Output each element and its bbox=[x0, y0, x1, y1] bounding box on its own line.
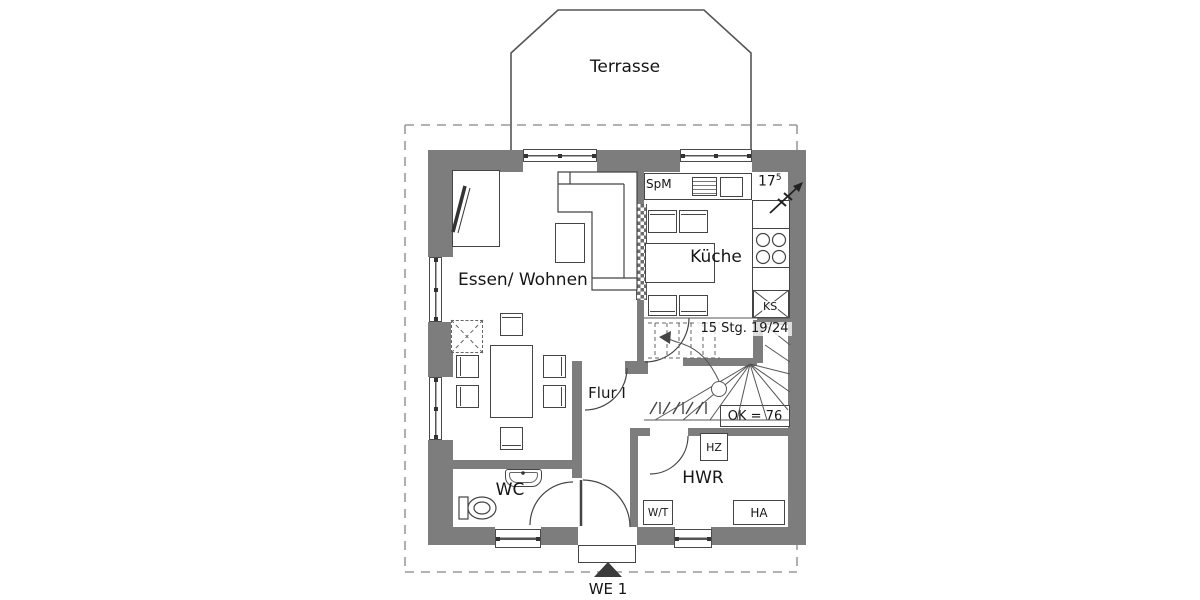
washer-dryer-label: W/T bbox=[647, 506, 669, 519]
dining-chair bbox=[500, 313, 523, 336]
wall-divider-top bbox=[637, 172, 644, 204]
wall-stair-spine bbox=[683, 358, 757, 366]
stair-cut-hatch bbox=[649, 401, 707, 415]
wall-stair-right bbox=[753, 320, 763, 363]
dining-table bbox=[490, 345, 533, 418]
wall-bottom-3 bbox=[637, 527, 675, 545]
parapet-value: 17 bbox=[758, 173, 776, 190]
window-kitchen-top bbox=[680, 149, 752, 162]
void-marker-cross bbox=[450, 319, 484, 354]
wall-left-mid bbox=[428, 322, 453, 377]
kitchen-table bbox=[645, 243, 715, 283]
annotation-parapet: 175 bbox=[758, 173, 782, 190]
stair-walkline-start bbox=[711, 381, 727, 397]
dining-chair bbox=[543, 355, 566, 378]
house-connection-box: HA bbox=[733, 500, 785, 525]
terrace-outline bbox=[510, 9, 752, 150]
toilet bbox=[458, 496, 497, 520]
wc-door bbox=[529, 481, 574, 526]
wall-top-mid bbox=[597, 150, 680, 172]
wall-hall-vertical bbox=[572, 361, 582, 478]
coffee-table bbox=[555, 223, 585, 263]
washbasin-tap bbox=[521, 471, 525, 475]
kitchen-chair bbox=[679, 295, 708, 316]
dining-chair bbox=[456, 385, 479, 408]
room-label-terrasse: Terrasse bbox=[589, 57, 661, 77]
room-label-utility: HWR bbox=[682, 468, 724, 488]
cooktop-burners bbox=[755, 232, 787, 265]
room-label-wc: WC bbox=[495, 480, 525, 500]
wall-hwr-top-2 bbox=[688, 428, 790, 436]
dishwasher bbox=[692, 177, 717, 196]
annotation-fridge: KS bbox=[762, 300, 779, 314]
dining-chair bbox=[456, 355, 479, 378]
wall-right bbox=[788, 150, 806, 545]
window-living-left-2 bbox=[429, 377, 442, 440]
wall-bottom-1 bbox=[428, 527, 495, 545]
wall-divider-bottom bbox=[637, 300, 644, 374]
window-living-left-1 bbox=[429, 257, 442, 322]
wall-hwr-left bbox=[630, 428, 638, 527]
kitchen-sink bbox=[720, 177, 743, 197]
wall-left-lower bbox=[428, 440, 453, 527]
wall-hwr-top-1 bbox=[638, 428, 650, 436]
kitchen-door bbox=[644, 317, 690, 363]
kitchen-chair bbox=[648, 210, 677, 233]
entrance-door bbox=[579, 479, 631, 528]
room-label-living: Essen/ Wohnen bbox=[458, 270, 588, 290]
stair-winders bbox=[654, 324, 791, 421]
annotation-stairs: 15 Stg. 19/24 bbox=[697, 321, 792, 337]
heater-label: HZ bbox=[706, 440, 722, 454]
house-connection-label: HA bbox=[750, 505, 768, 520]
wall-wc-top bbox=[452, 460, 582, 469]
parapet-sup: 5 bbox=[775, 173, 782, 183]
property-dashed-line bbox=[404, 124, 798, 573]
staircase bbox=[644, 317, 791, 421]
window-wc bbox=[495, 529, 541, 548]
window-living-top bbox=[523, 149, 597, 162]
living-hall-door bbox=[584, 367, 628, 411]
window-hwr bbox=[674, 529, 712, 548]
annotation-dishwasher: SpM bbox=[646, 177, 672, 191]
room-label-hall: Flur I bbox=[588, 384, 626, 402]
kitchen-chair bbox=[679, 210, 708, 233]
tv bbox=[451, 185, 471, 234]
stair-walkline bbox=[668, 338, 720, 382]
stair-walkline-arrow bbox=[659, 331, 671, 344]
sofa bbox=[557, 171, 638, 291]
wall-left-upper bbox=[428, 150, 453, 257]
wall-bottom-2 bbox=[541, 527, 578, 545]
hwr-door bbox=[649, 435, 689, 475]
wall-bottom-4 bbox=[711, 527, 806, 545]
dining-chair bbox=[543, 385, 566, 408]
wall-stair-topright bbox=[757, 318, 790, 325]
heater-box: HZ bbox=[700, 433, 728, 461]
entrance-marker-triangle bbox=[594, 562, 622, 577]
washer-dryer-box: W/T bbox=[643, 500, 673, 525]
wall-hall-stub bbox=[625, 361, 648, 374]
washbasin bbox=[505, 469, 542, 487]
room-label-kitchen: Küche bbox=[690, 247, 742, 267]
dining-chair bbox=[500, 427, 523, 450]
downpipe-symbol bbox=[769, 182, 803, 214]
kitchen-chair bbox=[648, 295, 677, 316]
unit-label: WE 1 bbox=[588, 580, 628, 598]
